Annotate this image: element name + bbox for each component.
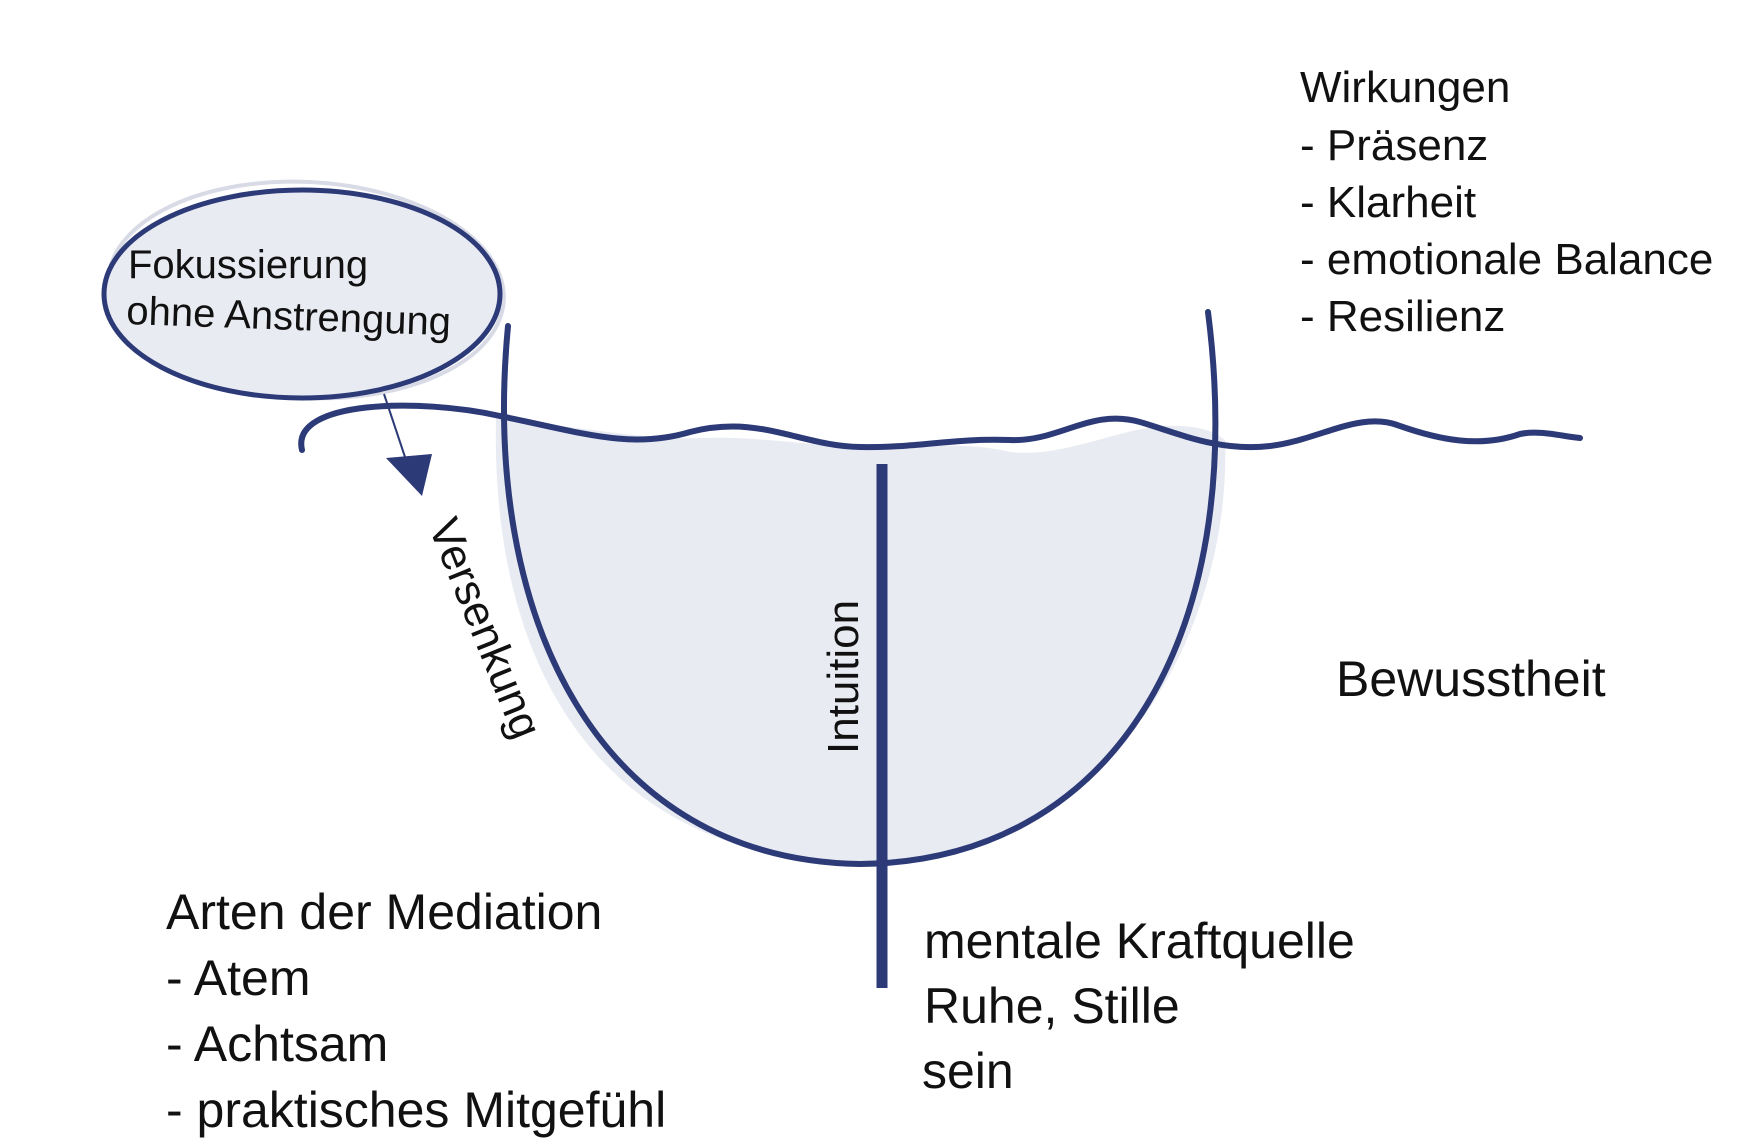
bowl-fill bbox=[495, 418, 1226, 862]
immersion-arrow-head bbox=[386, 454, 432, 496]
meditation-types-item: - Achtsam bbox=[166, 1016, 388, 1072]
source-line1: mentale Kraftquelle bbox=[924, 913, 1355, 969]
effects-item: - Klarheit bbox=[1300, 178, 1476, 227]
focus-bubble bbox=[101, 187, 503, 401]
effects-item: - Präsenz bbox=[1300, 121, 1488, 170]
source-line3: sein bbox=[922, 1043, 1014, 1099]
awareness-label: Bewusstheit bbox=[1336, 651, 1606, 707]
water-surface-wave bbox=[298, 402, 1583, 453]
focus-bubble-line1: Fokussierung bbox=[128, 243, 368, 287]
effects-item: - Resilienz bbox=[1300, 292, 1505, 341]
effects-item: - emotionale Balance bbox=[1300, 235, 1713, 284]
meditation-types-title: Arten der Mediation bbox=[166, 884, 602, 940]
bowl-outline bbox=[501, 309, 1219, 868]
source-line2: Ruhe, Stille bbox=[924, 978, 1180, 1034]
meditation-types-item: - praktisches Mitgefühl bbox=[166, 1082, 666, 1138]
meditation-types-item: - Atem bbox=[166, 950, 310, 1006]
immersion-arrow-line bbox=[383, 393, 407, 461]
effects-title: Wirkungen bbox=[1300, 63, 1510, 112]
intuition-label: Intuition bbox=[819, 600, 868, 754]
